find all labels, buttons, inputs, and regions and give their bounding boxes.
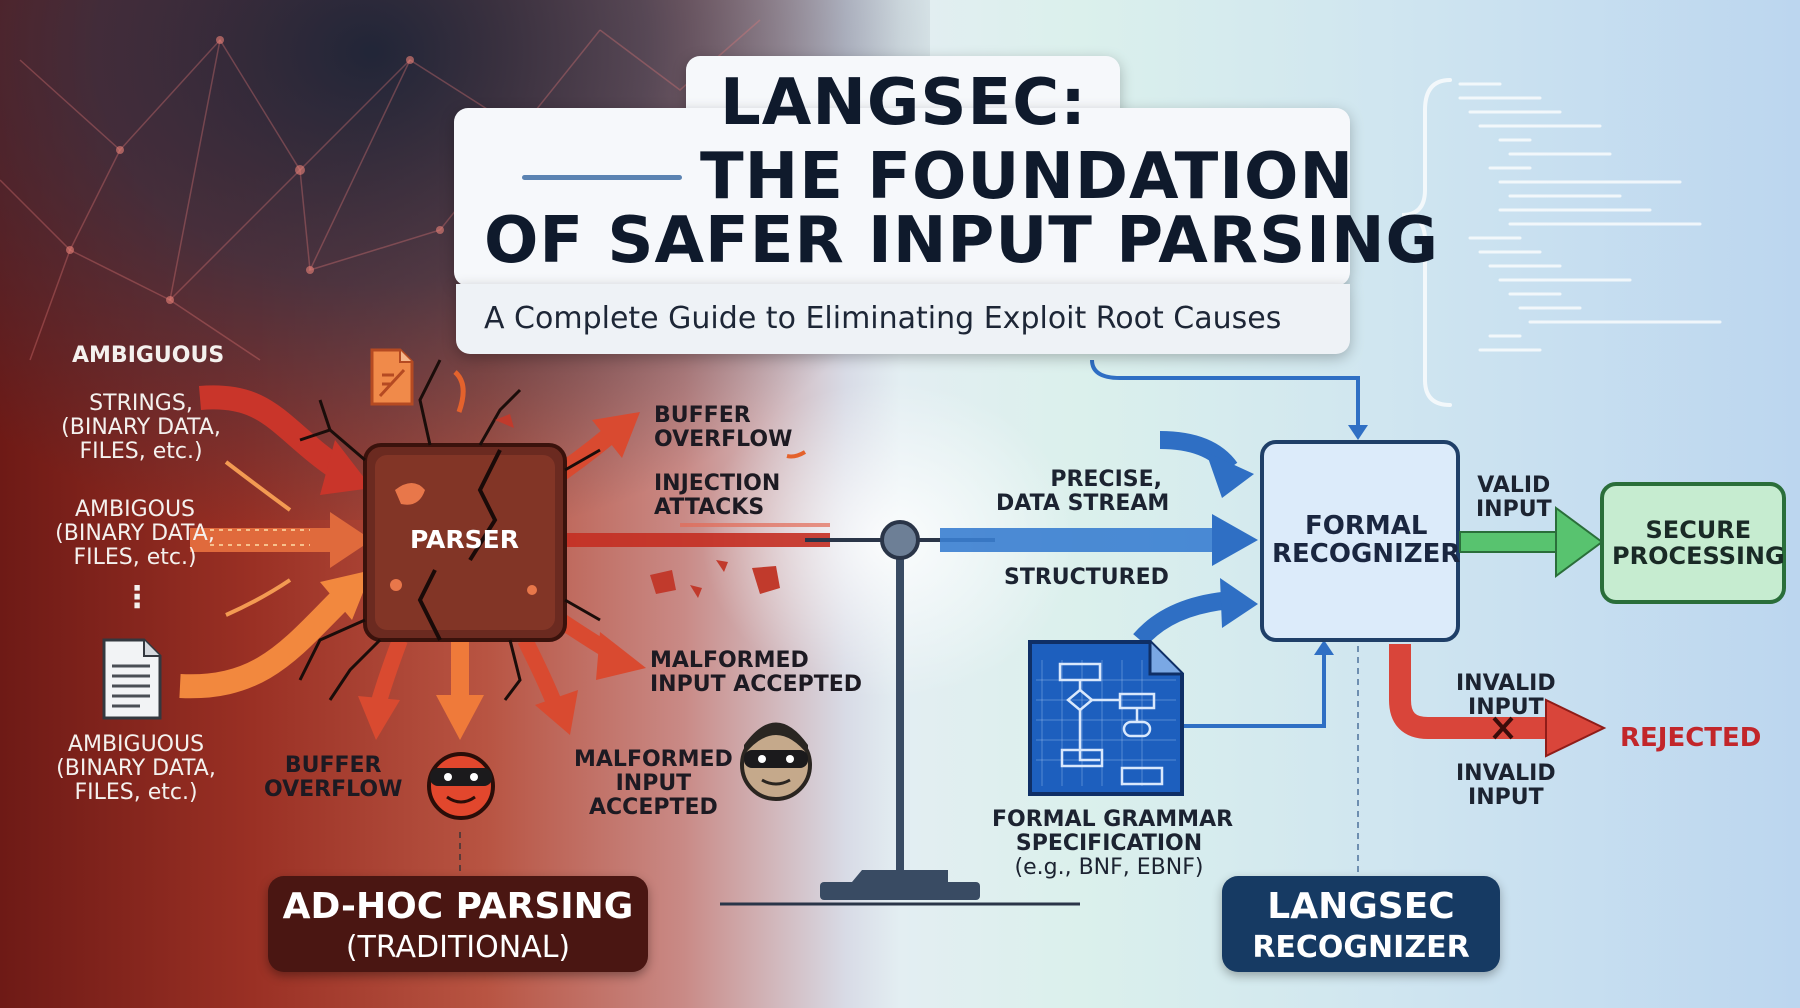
valid-arrow bbox=[1459, 506, 1604, 578]
crack-lines bbox=[298, 359, 601, 701]
buffer-overflow-label-bottom: BUFFER OVERFLOW bbox=[264, 753, 403, 802]
title-line-2: THE FOUNDATION bbox=[700, 140, 1354, 214]
input-label-ambiguous: AMBIGUOUS bbox=[72, 343, 225, 368]
rejected-label: REJECTED bbox=[1620, 723, 1762, 753]
valid-input-label: VALID INPUT bbox=[1476, 473, 1552, 522]
title-card-main bbox=[454, 108, 1350, 286]
input-arrows bbox=[179, 385, 372, 699]
hacker-mask-icon bbox=[740, 722, 812, 801]
subtitle: A Complete Guide to Eliminating Exploit … bbox=[484, 301, 1282, 336]
title-accent-rule bbox=[522, 175, 682, 180]
parser-label: PARSER bbox=[410, 525, 519, 554]
structured-label: STRUCTURED bbox=[1004, 565, 1169, 590]
input-label-ambiguous-2: AMBIGUOUS (BINARY DATA, FILES, etc.) bbox=[56, 732, 216, 805]
injection-attacks-label: INJECTION ATTACKS bbox=[654, 471, 781, 520]
secure-processing-box bbox=[1600, 482, 1786, 604]
failure-arrows bbox=[358, 412, 830, 740]
title-line-1: LANGSEC: bbox=[720, 66, 1087, 140]
subtitle-strip bbox=[456, 284, 1350, 354]
balance-scale-icon bbox=[720, 520, 1080, 906]
warning-document-icon bbox=[370, 348, 414, 406]
langsec-badge-title: LANGSEC bbox=[1267, 886, 1455, 927]
input-label-strings: STRINGS, (BINARY DATA, FILES, etc.) bbox=[61, 391, 221, 464]
reject-arrow bbox=[1389, 644, 1607, 758]
precise-data-stream-label: PRECISE, DATA STREAM bbox=[996, 467, 1170, 516]
document-icon bbox=[102, 638, 162, 720]
flowchart-document-icon bbox=[1028, 640, 1184, 796]
formal-grammar-label: FORMAL GRAMMAR SPECIFICATION (e.g., BNF,… bbox=[992, 807, 1234, 880]
malformed-input-label-bottom: MALFORMED INPUT ACCEPTED bbox=[574, 747, 733, 820]
title-line-3: OF SAFER INPUT PARSING bbox=[484, 204, 1440, 278]
input-label-ambigous: AMBIGOUS (BINARY DATA, FILES, etc.) bbox=[55, 497, 215, 570]
parser-box bbox=[363, 443, 567, 642]
buffer-overflow-label-top: BUFFER OVERFLOW bbox=[654, 403, 793, 452]
structured-input-arrows bbox=[940, 359, 1368, 728]
debris bbox=[453, 370, 807, 598]
ad-hoc-badge-title: AD-HOC PARSING bbox=[282, 886, 634, 927]
input-ellipsis: ⋮ bbox=[122, 580, 152, 615]
invalid-input-label-bottom: INVALID INPUT bbox=[1456, 761, 1556, 810]
ad-hoc-parsing-badge: AD-HOC PARSING (TRADITIONAL) bbox=[268, 876, 648, 972]
malformed-input-label-right: MALFORMED INPUT ACCEPTED bbox=[650, 648, 863, 697]
formal-recognizer-box bbox=[1260, 440, 1460, 642]
langsec-recognizer-badge: LANGSEC RECOGNIZER bbox=[1222, 876, 1500, 972]
code-snippet-icon bbox=[1401, 78, 1722, 407]
formal-recognizer-label: FORMAL RECOGNIZER bbox=[1272, 511, 1461, 569]
hacker-mask-icon bbox=[427, 752, 495, 820]
ad-hoc-badge-subtitle: (TRADITIONAL) bbox=[345, 930, 571, 965]
langsec-badge-subtitle: RECOGNIZER bbox=[1252, 930, 1470, 965]
secure-processing-label: SECURE PROCESSING bbox=[1612, 516, 1785, 570]
invalid-input-label-top: INVALID INPUT bbox=[1456, 671, 1556, 720]
